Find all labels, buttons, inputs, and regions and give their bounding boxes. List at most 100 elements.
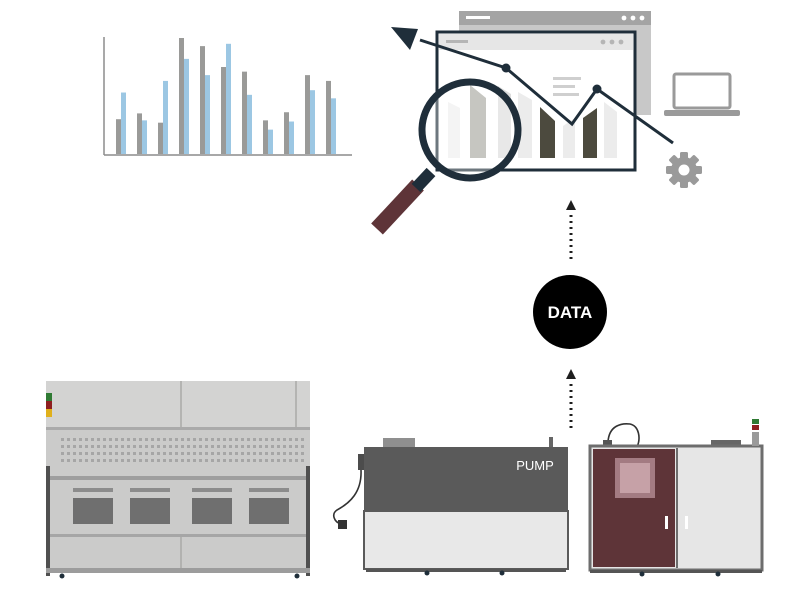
vent-slot [295,445,298,448]
laptop-base [664,110,740,116]
vent-slot [127,459,130,462]
trend-point [592,84,602,94]
vent-slot [265,452,268,455]
vent-slot [217,445,220,448]
vent-slot [151,459,154,462]
text-line [553,85,575,88]
vent-slot [259,445,262,448]
pump-cable [332,469,362,525]
vent-slot [301,459,304,462]
dashboard-bar [604,102,617,158]
vent-slot [163,438,166,441]
vent-slot [175,438,178,441]
vent-slot [259,438,262,441]
vent-slot [265,459,268,462]
vent-slot [175,459,178,462]
vent-slot [139,438,142,441]
chart-bar [121,92,126,154]
vent-slot [181,452,184,455]
vent-slot [121,438,124,441]
pump-connector [383,438,415,448]
vent-slot [223,452,226,455]
cabinet-connector [603,440,612,447]
laptop-screen [672,72,732,110]
vent-slot [283,445,286,448]
trend-line [419,38,674,145]
magnifier-lens [418,78,522,182]
vent-slot [223,445,226,448]
vent-slot [139,445,142,448]
side-rail [46,466,50,576]
vent-slot [241,452,244,455]
vent-slot [85,452,88,455]
vent-slot [163,445,166,448]
vent-slot [163,452,166,455]
chart-bar [200,46,205,155]
vent-slot [97,438,100,441]
vent-slot [223,459,226,462]
vent-slot [187,445,190,448]
vent-slot [265,438,268,441]
vent-slot [235,438,238,441]
vent-slot [151,438,154,441]
status-light-red [46,401,52,409]
cabinet-connector [711,440,741,447]
vent-slot [109,459,112,462]
pump-connector [549,437,553,448]
vent-slot [199,452,202,455]
status-light-green [752,419,759,424]
chart-bar [137,113,142,154]
pump-plug [338,520,347,529]
machine-top-panel [46,381,310,427]
status-light-red [752,425,759,430]
vent-slot [217,452,220,455]
vent-slot [133,459,136,462]
vent-slot [133,438,136,441]
vent-slot [175,445,178,448]
chart-bar [242,71,247,154]
chart-bar [116,119,121,154]
vent-slot [79,445,82,448]
vent-slot [271,459,274,462]
vent-slot [199,459,202,462]
data-flow-connector: DATA [533,200,607,430]
machine-foot [639,571,645,577]
vent-slot [301,445,304,448]
vent-slot [247,438,250,441]
vent-slot [301,452,304,455]
data-label: DATA [548,303,593,322]
vent-slot [253,445,256,448]
vent-slot [145,459,148,462]
vent-slot [145,438,148,441]
chart-bar [184,58,189,154]
vent-slot [85,438,88,441]
magnifier-handle [371,179,424,235]
vent-slot [193,445,196,448]
machine-foot [59,573,65,579]
vent-slot [139,459,142,462]
vent-slot [121,459,124,462]
vent-slot [109,452,112,455]
vent-slot [271,445,274,448]
tray [73,498,113,524]
chart-bar [142,120,147,154]
vent-slot [301,438,304,441]
dashboard-bar [518,92,532,158]
vent-slot [199,438,202,441]
arrow-up-head [566,200,576,210]
tray-lip [249,488,289,492]
machine-foot [424,570,430,576]
vent-slot [283,438,286,441]
laptop-icon [664,72,740,116]
vent-slot [103,452,106,455]
vent-slot [253,452,256,455]
status-light-yellow [46,409,52,417]
vent-slot [109,438,112,441]
vent-slot [157,445,160,448]
vent-slot [187,452,190,455]
cabinet-cable [607,422,640,448]
vent-slot [247,445,250,448]
vent-slot [259,459,262,462]
status-light-green [46,393,52,401]
vent-slot [157,459,160,462]
